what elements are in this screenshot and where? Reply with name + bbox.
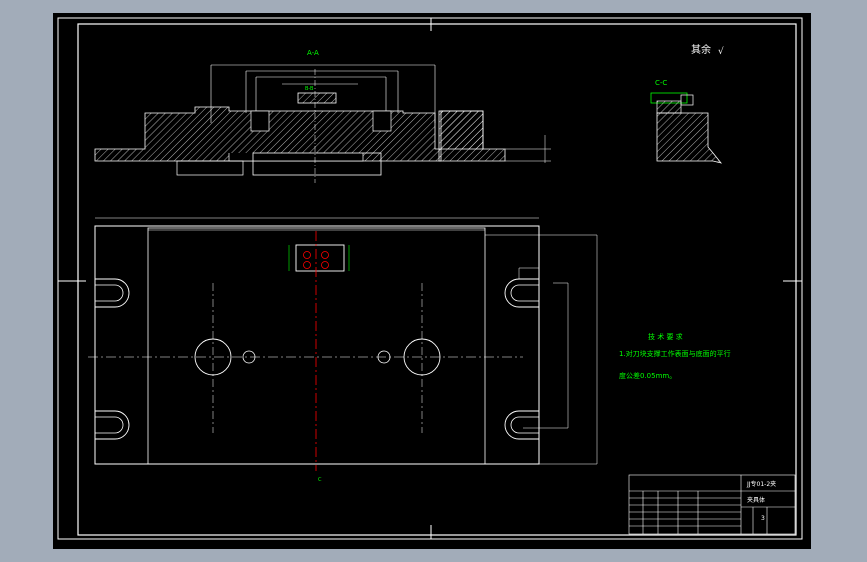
section-cc-view: C-C	[650, 79, 723, 164]
inner-frame	[77, 23, 797, 536]
plan-view: C	[88, 217, 598, 483]
section-cc-label: C-C	[655, 79, 667, 87]
tech-requirements-title: 技 术 要 求	[648, 332, 683, 341]
tech-requirements-line2: 度公差0.05mm。	[619, 371, 676, 380]
section-aa-label: A-A	[307, 49, 319, 57]
outer-frame	[57, 17, 803, 540]
roughness-note: 其余 √	[691, 43, 724, 57]
roughness-symbol-icon: √	[718, 46, 724, 57]
frame-center-marks	[58, 18, 802, 539]
title-block	[628, 474, 796, 535]
cad-drawing: A-A B-B	[57, 17, 803, 540]
section-c-marker: C	[318, 477, 322, 483]
section-aa-view: A-A B-B	[94, 49, 551, 183]
svg-text:其余: 其余	[691, 43, 711, 56]
tech-requirements: 技 术 要 求 1.对刀块支撑工作表面与底面的平行 度公差0.05mm。	[619, 332, 731, 380]
title-block-part-name: 夹具体	[747, 496, 765, 504]
drawing-viewport[interactable]: A-A B-B	[53, 13, 811, 549]
title-block-drawing-number: JJ专01-2夹	[746, 480, 776, 488]
tech-requirements-line1: 1.对刀块支撑工作表面与底面的平行	[619, 349, 731, 358]
title-block-sheet: 3	[761, 515, 765, 522]
section-bb-label: B-B	[305, 86, 314, 92]
